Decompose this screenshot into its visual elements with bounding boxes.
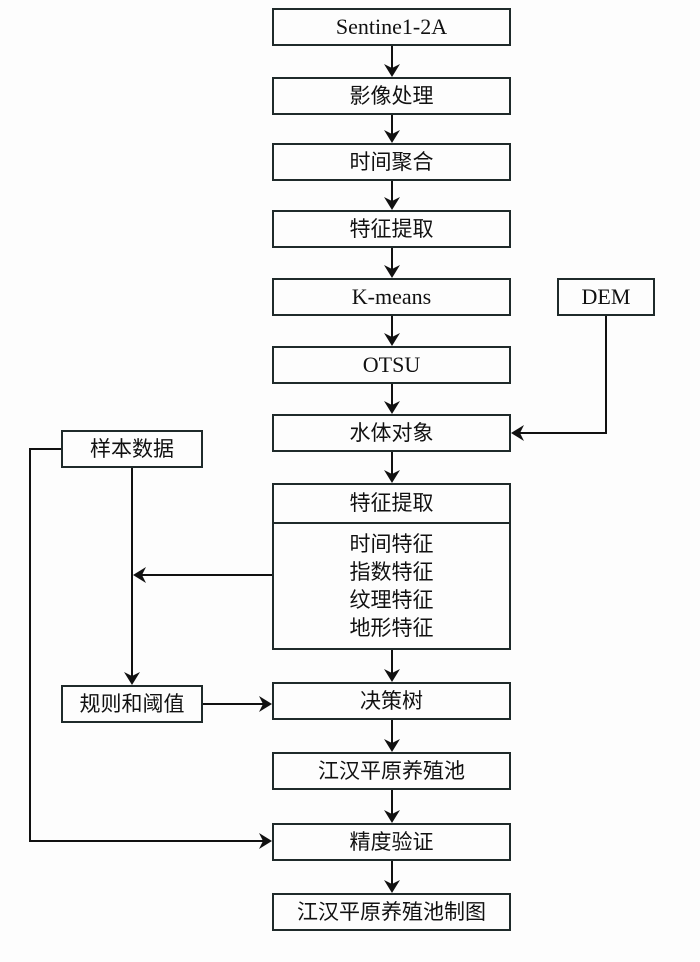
arrow-temporal-aggregation-to-feature-extraction [384, 181, 400, 210]
node-feature-extraction-2: 特征提取 时间特征 指数特征 纹理特征 地形特征 [272, 483, 511, 650]
node-kmeans: K-means [272, 278, 511, 316]
arrow-decision-tree-to-ponds [384, 720, 400, 752]
arrow-features-to-sample-line [133, 567, 272, 583]
node-label: 水体对象 [349, 420, 434, 445]
node-otsu: OTSU [272, 346, 511, 384]
node-feature-extraction-1: 特征提取 [272, 210, 511, 248]
node-label: 精度验证 [349, 829, 434, 854]
node-label: 规则和阈值 [79, 691, 185, 716]
node-header: 特征提取 [274, 485, 509, 524]
node-label: DEM [581, 284, 631, 309]
node-jianghan-ponds: 江汉平原养殖池 [272, 752, 511, 790]
node-sentinel: Sentine1-2A [272, 8, 511, 46]
node-label: 决策树 [360, 688, 423, 713]
arrow-accuracy-validation-to-mapping [384, 860, 400, 893]
feature-item: 指数特征 [349, 560, 434, 584]
node-label: OTSU [362, 352, 421, 377]
arrow-sample-data-to-rules [124, 468, 140, 685]
node-water-objects: 水体对象 [272, 414, 511, 452]
feature-item: 时间特征 [349, 532, 434, 556]
node-jianghan-mapping: 江汉平原养殖池制图 [272, 893, 511, 931]
node-label: 江汉平原养殖池 [318, 758, 465, 783]
arrow-ponds-to-accuracy-validation [384, 790, 400, 823]
arrow-feature-extraction-to-decision-tree [384, 649, 400, 682]
node-temporal-aggregation: 时间聚合 [272, 143, 511, 181]
node-dem: DEM [557, 278, 655, 316]
node-decision-tree: 决策树 [272, 682, 511, 720]
node-rules-thresholds: 规则和阈值 [61, 685, 203, 723]
arrow-otsu-to-water-objects [384, 384, 400, 414]
node-label: 影像处理 [349, 83, 434, 108]
feature-item: 纹理特征 [349, 588, 434, 612]
feature-list: 时间特征 指数特征 纹理特征 地形特征 [274, 524, 509, 648]
node-label: K-means [351, 284, 432, 309]
node-label: 时间聚合 [349, 149, 434, 174]
arrow-water-objects-to-feature-extraction [384, 452, 400, 483]
arrow-sample-data-to-accuracy-validation [29, 448, 272, 849]
arrow-dem-to-water-objects [511, 316, 607, 441]
arrow-sentinel-to-image-processing [384, 45, 400, 77]
arrow-feature-extraction-to-kmeans [384, 248, 400, 278]
node-label: 特征提取 [349, 491, 434, 515]
node-label: Sentine1-2A [335, 14, 448, 39]
arrow-image-processing-to-temporal-aggregation [384, 114, 400, 143]
node-label: 样本数据 [90, 436, 174, 461]
node-image-processing: 影像处理 [272, 77, 511, 115]
arrow-kmeans-to-otsu [384, 316, 400, 346]
node-label: 特征提取 [349, 216, 434, 241]
feature-item: 地形特征 [349, 616, 434, 640]
node-label: 江汉平原养殖池制图 [297, 899, 486, 924]
node-sample-data: 样本数据 [61, 430, 203, 468]
node-accuracy-validation: 精度验证 [272, 823, 511, 861]
arrow-rules-to-decision-tree [203, 696, 272, 712]
